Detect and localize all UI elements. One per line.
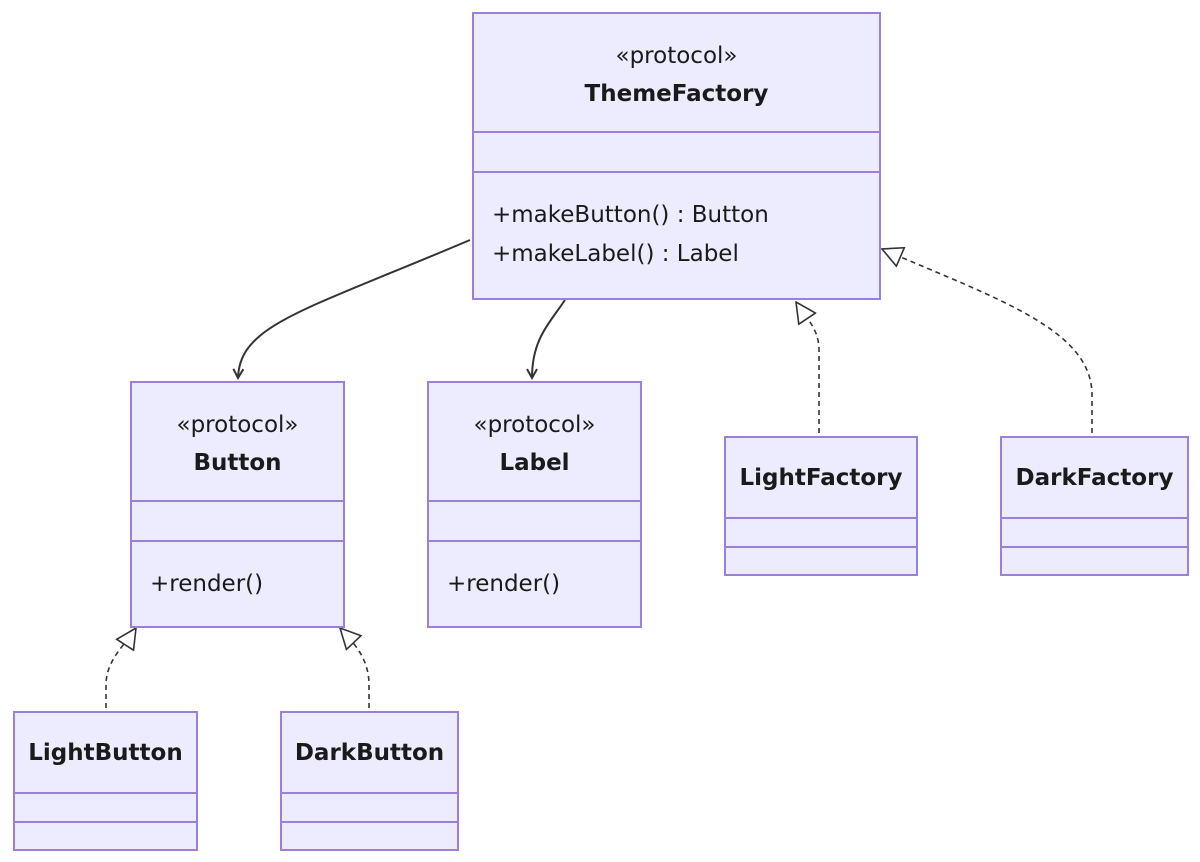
attributes-divider	[474, 131, 879, 133]
class-name: DarkFactory	[1015, 465, 1174, 491]
method-item: +makeLabel() : Label	[492, 241, 739, 267]
edge-themefactory-label	[532, 299, 566, 378]
edge-darkbutton-button	[340, 628, 370, 708]
class-lightbutton: LightButton	[13, 711, 198, 851]
attributes-divider	[429, 500, 640, 502]
edge-themefactory-button	[238, 239, 471, 378]
class-stereotype: «protocol»	[176, 412, 299, 438]
class-label: «protocol» Label +render()	[427, 381, 642, 628]
attributes-divider	[15, 792, 196, 794]
method-item: +makeButton() : Button	[492, 202, 769, 228]
methods-divider	[282, 821, 457, 823]
class-name: DarkButton	[294, 740, 445, 766]
class-name: Button	[193, 450, 282, 476]
methods-divider	[132, 540, 343, 542]
methods-divider	[15, 821, 196, 823]
edge-lightfactory-themefactory	[796, 302, 820, 433]
class-name: ThemeFactory	[584, 81, 769, 107]
attributes-divider	[1002, 517, 1187, 519]
class-themefactory: «protocol» ThemeFactory +makeButton() : …	[472, 12, 881, 300]
method-item: +render()	[447, 571, 561, 597]
class-darkfactory: DarkFactory	[1000, 436, 1189, 576]
edge-darkfactory-themefactory	[882, 249, 1093, 433]
class-stereotype: «protocol»	[615, 43, 738, 69]
methods-divider	[474, 171, 879, 173]
methods-divider	[726, 546, 916, 548]
attributes-divider	[132, 500, 343, 502]
attributes-divider	[726, 517, 916, 519]
class-name: LightButton	[28, 740, 183, 766]
class-lightfactory: LightFactory	[724, 436, 918, 576]
methods-divider	[1002, 546, 1187, 548]
class-button: «protocol» Button +render()	[130, 381, 345, 628]
class-name: LightFactory	[739, 465, 903, 491]
class-name: Label	[499, 450, 570, 476]
class-stereotype: «protocol»	[473, 412, 596, 438]
attributes-divider	[282, 792, 457, 794]
class-darkbutton: DarkButton	[280, 711, 459, 851]
methods-divider	[429, 540, 640, 542]
edge-lightbutton-button	[105, 628, 136, 708]
method-item: +render()	[150, 571, 264, 597]
